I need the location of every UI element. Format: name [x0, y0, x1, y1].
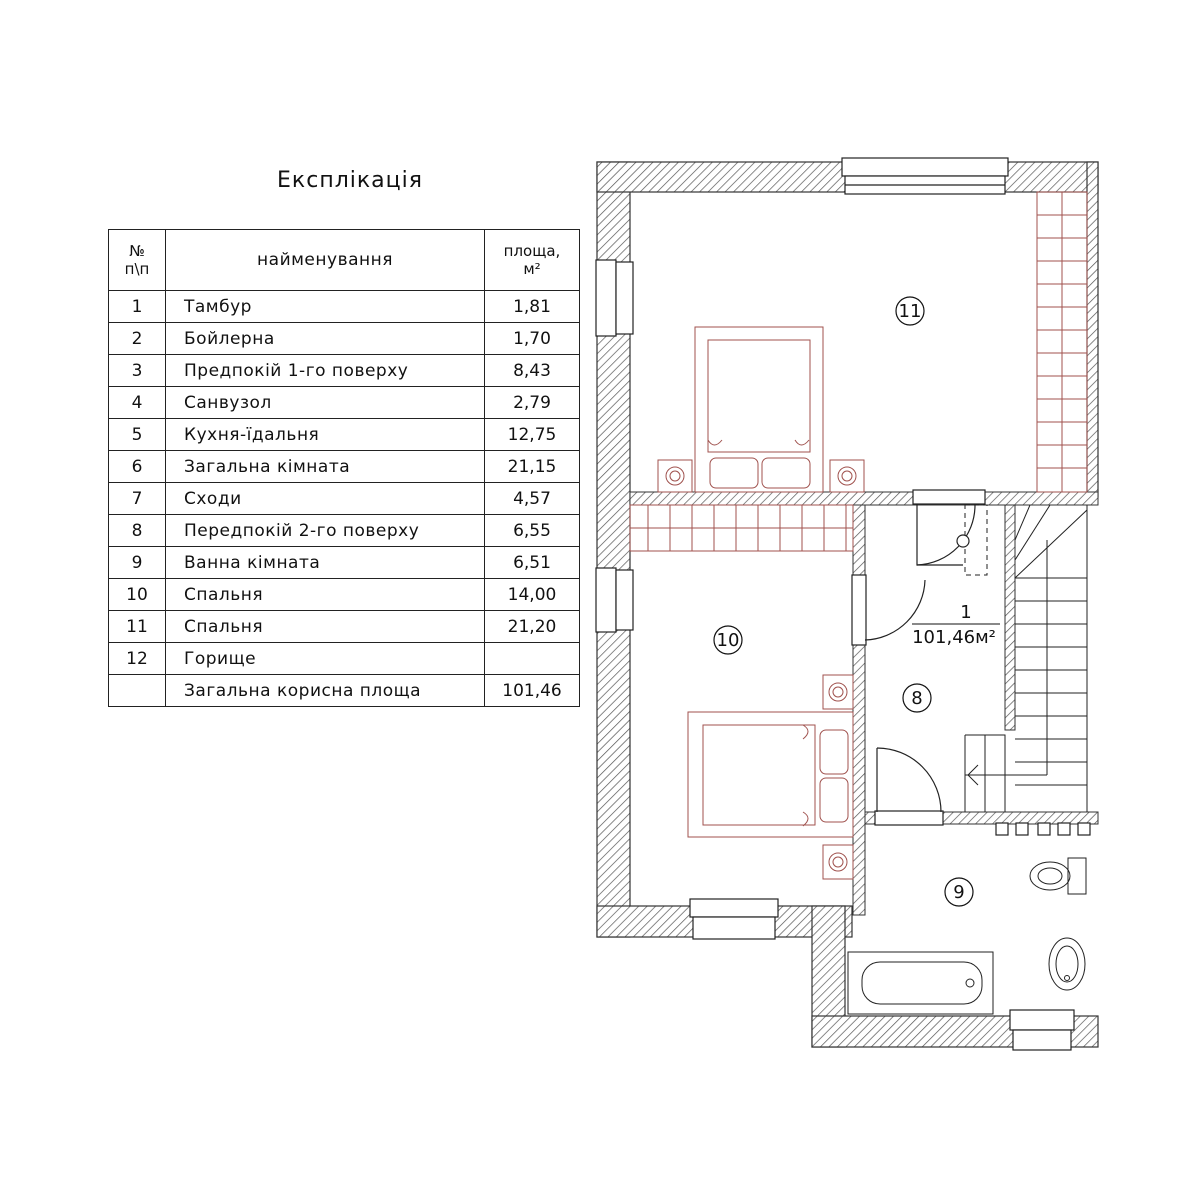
washbasin [1048, 937, 1086, 991]
row-name: Бойлерна [165, 322, 485, 355]
row-name: Горище [165, 642, 485, 675]
room-label-8: 8 [902, 683, 932, 713]
header-num: № п\п [108, 229, 166, 291]
door-entry-top [912, 489, 986, 566]
exterior-walls [596, 161, 1099, 1048]
row-area: 101,46 [484, 674, 580, 707]
row-name: Предпокій 1-го поверху [165, 354, 485, 387]
row-name: Спальня [165, 578, 485, 611]
explication-title: Експлікація [277, 168, 423, 193]
window-left-lower [595, 567, 634, 633]
row-name: Сходи [165, 482, 485, 515]
row-area: 1,81 [484, 290, 580, 323]
interior-walls [629, 491, 1099, 916]
svg-text:1: 1 [960, 602, 971, 623]
room-label-9: 9 [944, 877, 974, 907]
window-bathroom [1009, 1009, 1075, 1051]
row-area: 8,43 [484, 354, 580, 387]
table-header-row: № п\п найменування площа, м² [108, 229, 580, 291]
row-area: 1,70 [484, 322, 580, 355]
row-num: 1 [108, 290, 166, 323]
bed-room-10 [687, 674, 854, 880]
window-left-upper [595, 259, 634, 337]
row-area: 4,57 [484, 482, 580, 515]
row-num: 11 [108, 610, 166, 643]
total-area-label: 1 101,46м² [912, 602, 1000, 648]
row-num: 4 [108, 386, 166, 419]
room-label-11: 11 [895, 296, 925, 326]
row-area: 12,75 [484, 418, 580, 451]
door-bedroom10 [851, 574, 926, 646]
row-num: 3 [108, 354, 166, 387]
svg-text:101,46м²: 101,46м² [912, 627, 996, 648]
row-num: 12 [108, 642, 166, 675]
row-area: 14,00 [484, 578, 580, 611]
wardrobe-left [629, 504, 854, 552]
row-name: Загальна кімната [165, 450, 485, 483]
svg-text:9: 9 [953, 882, 964, 903]
row-name: Тамбур [165, 290, 485, 323]
lamp-icon [956, 534, 970, 548]
row-num: 7 [108, 482, 166, 515]
row-name: Санвузол [165, 386, 485, 419]
row-name: Кухня-їдальня [165, 418, 485, 451]
window-bottom-bedroom [689, 898, 779, 940]
row-num: 10 [108, 578, 166, 611]
row-name: Передпокій 2-го поверху [165, 514, 485, 547]
row-name: Загальна корисна площа [165, 674, 485, 707]
ventilation-shafts [995, 822, 1091, 836]
row-num: 2 [108, 322, 166, 355]
bed-room-11 [657, 326, 865, 493]
svg-text:10: 10 [717, 630, 740, 651]
door-bathroom [874, 747, 944, 826]
svg-text:8: 8 [911, 688, 922, 709]
svg-text:11: 11 [899, 301, 922, 322]
row-area: 2,79 [484, 386, 580, 419]
bathtub [847, 951, 994, 1015]
windows [595, 157, 1075, 1051]
room-label-10: 10 [713, 625, 743, 655]
wardrobe-right [1036, 191, 1088, 493]
doors [851, 489, 986, 826]
staircase [964, 504, 1088, 812]
toilet [1029, 857, 1087, 895]
window-top [841, 157, 1009, 195]
